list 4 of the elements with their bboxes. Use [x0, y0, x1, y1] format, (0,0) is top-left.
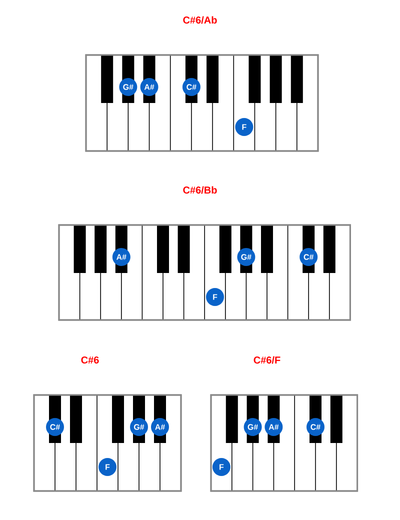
chord-title: C#6/Ab — [183, 16, 217, 24]
chord-title: C#6/Bb — [183, 186, 217, 194]
chord-title: C#6 — [81, 356, 99, 364]
chord-title: C#6/F — [254, 356, 280, 364]
